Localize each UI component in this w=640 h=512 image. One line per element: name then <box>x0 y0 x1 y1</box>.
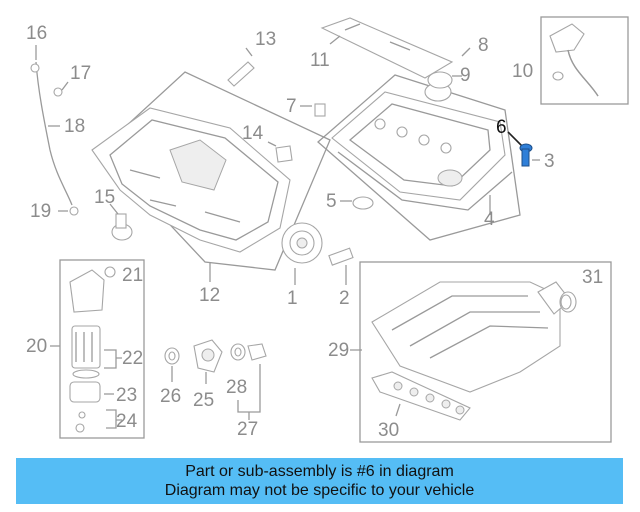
callout-24: 24 <box>116 411 138 432</box>
callout-11: 11 <box>310 50 330 71</box>
valve-cover-assembly <box>317 74 521 241</box>
callout-27: 27 <box>237 419 259 440</box>
callout-6: 6 <box>496 117 507 138</box>
notice-line-part-number: Part or sub-assembly is #6 in diagram <box>185 463 454 480</box>
engine-cover-part <box>320 17 454 79</box>
clip-part <box>53 81 69 97</box>
tube-part <box>227 47 255 87</box>
callout-16: 16 <box>26 23 48 44</box>
callout-26: 26 <box>160 386 182 407</box>
callout-2: 2 <box>339 288 350 309</box>
callout-1: 1 <box>287 288 298 309</box>
callout-20: 20 <box>26 336 48 357</box>
callout-23: 23 <box>116 385 138 406</box>
bolt-part <box>328 247 354 285</box>
callout-29: 29 <box>328 340 350 361</box>
callout-28: 28 <box>226 377 248 398</box>
callout-17: 17 <box>70 63 92 84</box>
callout-25: 25 <box>193 390 215 411</box>
callout-21: 21 <box>122 265 144 286</box>
seal-part <box>340 196 374 210</box>
callout-18: 18 <box>64 116 86 137</box>
callout-7: 7 <box>286 96 297 117</box>
callout-9: 9 <box>460 65 471 86</box>
callout-5: 5 <box>326 191 337 212</box>
gasket-part <box>560 294 572 310</box>
adapter-part <box>193 339 223 384</box>
callout-10: 10 <box>512 61 534 82</box>
oil-cap-part <box>424 47 471 102</box>
oil-pan-assembly <box>91 71 331 282</box>
diagram-notice-banner: Part or sub-assembly is #6 in diagram Di… <box>16 458 623 504</box>
ring-cap-part <box>230 343 267 420</box>
pulley-part <box>281 222 323 285</box>
bolt-small-part <box>300 103 326 117</box>
breather-hose-assembly <box>540 16 629 105</box>
callout-22: 22 <box>122 348 144 369</box>
highlighted-bolt-part <box>507 131 540 167</box>
drain-plug-part <box>109 203 133 241</box>
seal-ring-part <box>164 347 180 382</box>
callout-13: 13 <box>255 29 277 50</box>
callout-15: 15 <box>94 187 116 208</box>
callout-19: 19 <box>30 201 52 222</box>
notice-line-disclaimer: Diagram may not be specific to your vehi… <box>164 482 475 499</box>
callout-8: 8 <box>478 35 489 56</box>
intake-manifold-assembly <box>350 261 612 443</box>
callout-30: 30 <box>378 420 400 441</box>
callout-4: 4 <box>484 209 495 230</box>
sensor-part <box>267 141 293 163</box>
callout-12: 12 <box>199 285 221 306</box>
dipstick-part <box>30 45 79 216</box>
callout-31: 31 <box>582 267 604 288</box>
oil-filter-assembly <box>50 259 145 439</box>
callout-3: 3 <box>544 151 555 172</box>
callout-14: 14 <box>242 123 264 144</box>
